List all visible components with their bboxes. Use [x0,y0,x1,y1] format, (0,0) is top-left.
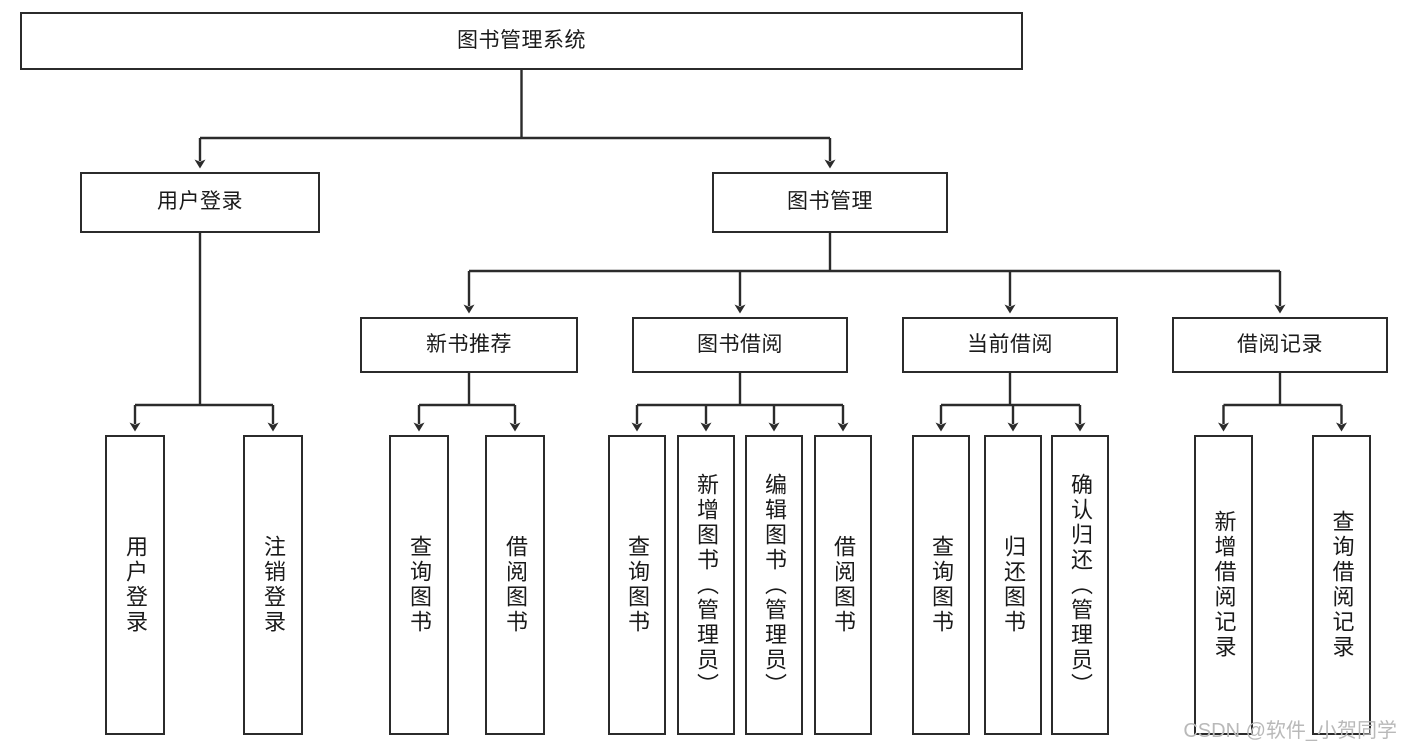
node-leaf-borrow-do[interactable]: 借阅图书 [814,435,872,735]
node-leaf-cur-query[interactable]: 查询图书 [912,435,970,735]
node-leaf-cur-return[interactable]: 归还图书 [984,435,1042,735]
node-label: 查询图书 [406,535,432,635]
node-label: 归还图书 [1000,535,1026,635]
node-leaf-rec-query[interactable]: 查询图书 [389,435,449,735]
node-borrow-record[interactable]: 借阅记录 [1172,317,1388,373]
node-leaf-borrow-query[interactable]: 查询图书 [608,435,666,735]
node-leaf-cur-confirm[interactable]: 确认归还（管理员） [1051,435,1109,735]
node-book-manage[interactable]: 图书管理 [712,172,948,233]
node-label: 新书推荐 [426,332,512,356]
node-label: 用户登录 [157,190,243,214]
node-leaf-rec-add[interactable]: 新增借阅记录 [1194,435,1253,735]
node-root[interactable]: 图书管理系统 [20,12,1023,70]
node-label: 编辑图书（管理员） [761,472,787,698]
node-label: 借阅记录 [1237,332,1323,356]
node-label: 借阅图书 [830,535,856,635]
node-leaf-borrow-edit[interactable]: 编辑图书（管理员） [745,435,803,735]
node-leaf-rec-borrow[interactable]: 借阅图书 [485,435,545,735]
node-label: 图书管理 [787,190,873,214]
node-label: 新增借阅记录 [1211,510,1237,660]
node-current-borrow[interactable]: 当前借阅 [902,317,1118,373]
node-book-borrow[interactable]: 图书借阅 [632,317,848,373]
node-new-book-rec[interactable]: 新书推荐 [360,317,578,373]
node-label: 注销登录 [260,535,286,635]
node-label: 查询图书 [624,535,650,635]
node-label: 用户登录 [122,535,148,635]
node-label: 图书管理系统 [457,28,586,52]
node-leaf-rec-query2[interactable]: 查询借阅记录 [1312,435,1371,735]
node-label: 图书借阅 [697,332,783,356]
node-user-login[interactable]: 用户登录 [80,172,320,233]
node-leaf-user-logout[interactable]: 注销登录 [243,435,303,735]
node-label: 查询图书 [928,535,954,635]
node-label: 新增图书（管理员） [693,472,719,698]
node-label: 当前借阅 [967,332,1053,356]
node-label: 确认归还（管理员） [1067,472,1093,698]
node-leaf-user-login[interactable]: 用户登录 [105,435,165,735]
node-leaf-borrow-add[interactable]: 新增图书（管理员） [677,435,735,735]
node-label: 借阅图书 [502,535,528,635]
watermark: CSDN @软件_小贺同学 [1183,720,1397,742]
node-label: 查询借阅记录 [1329,510,1355,660]
